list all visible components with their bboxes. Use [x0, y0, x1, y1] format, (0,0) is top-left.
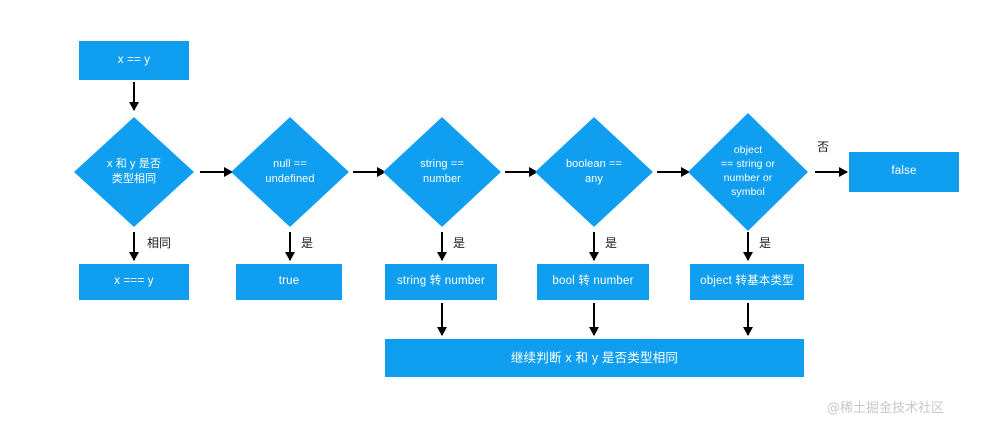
node-object-to-primitive-label: object 转基本类型: [700, 275, 794, 288]
node-bool-to-number-label: bool 转 number: [552, 275, 634, 288]
edge-label-d4-yes: 是: [605, 236, 618, 250]
arrow-d2-to-d3: [353, 171, 385, 173]
arrow-r5-to-continue: [747, 303, 749, 335]
node-continue-check[interactable]: 继续判断 x 和 y 是否类型相同: [385, 339, 804, 377]
edge-label-d1-same: 相同: [147, 236, 172, 250]
arrow-d4-down: [593, 232, 595, 260]
node-continue-check-label: 继续判断 x 和 y 是否类型相同: [510, 350, 679, 365]
arrow-r3-to-continue: [441, 303, 443, 335]
node-decision-type-same-label: x 和 y 是否 类型相同: [107, 158, 161, 185]
node-false-label: false: [891, 165, 917, 178]
arrow-d5-to-false: [815, 171, 847, 173]
node-decision-string-number-label: string == number: [420, 158, 464, 185]
node-string-to-number[interactable]: string 转 number: [385, 264, 497, 300]
node-true-label: true: [278, 275, 300, 288]
node-bool-to-number[interactable]: bool 转 number: [537, 264, 649, 300]
arrow-d3-down: [441, 232, 443, 260]
edge-label-d3-yes: 是: [453, 236, 466, 250]
node-decision-object-primitive[interactable]: object == string or number or symbol: [688, 113, 808, 231]
node-strict-equal[interactable]: x === y: [79, 264, 189, 300]
node-start-label: x == y: [117, 53, 151, 66]
node-decision-null-undefined[interactable]: null == undefined: [231, 117, 349, 227]
node-decision-boolean-any[interactable]: boolean == any: [535, 117, 653, 227]
arrow-r4-to-continue: [593, 303, 595, 335]
arrow-start-to-d1: [133, 82, 135, 110]
node-strict-equal-label: x === y: [114, 275, 154, 288]
edge-label-d5-no: 否: [817, 140, 830, 154]
edge-label-d5-yes: 是: [759, 236, 772, 250]
node-decision-string-number[interactable]: string == number: [383, 117, 501, 227]
node-decision-boolean-any-label: boolean == any: [565, 158, 623, 185]
node-string-to-number-label: string 转 number: [396, 275, 485, 288]
node-false[interactable]: false: [849, 152, 959, 192]
node-true[interactable]: true: [236, 264, 342, 300]
edge-label-d2-yes: 是: [301, 236, 314, 250]
arrow-d5-down: [747, 232, 749, 260]
arrow-d3-to-d4: [505, 171, 537, 173]
node-start[interactable]: x == y: [79, 41, 189, 80]
node-decision-type-same[interactable]: x 和 y 是否 类型相同: [74, 117, 194, 227]
watermark: @稀土掘金技术社区: [827, 401, 945, 416]
node-decision-null-undefined-label: null == undefined: [265, 158, 315, 185]
arrow-d1-down: [133, 232, 135, 260]
arrow-d1-to-d2: [200, 171, 232, 173]
arrow-d2-down: [289, 232, 291, 260]
arrow-d4-to-d5: [657, 171, 689, 173]
node-object-to-primitive[interactable]: object 转基本类型: [690, 264, 804, 300]
node-decision-object-primitive-label: object == string or number or symbol: [720, 144, 776, 198]
